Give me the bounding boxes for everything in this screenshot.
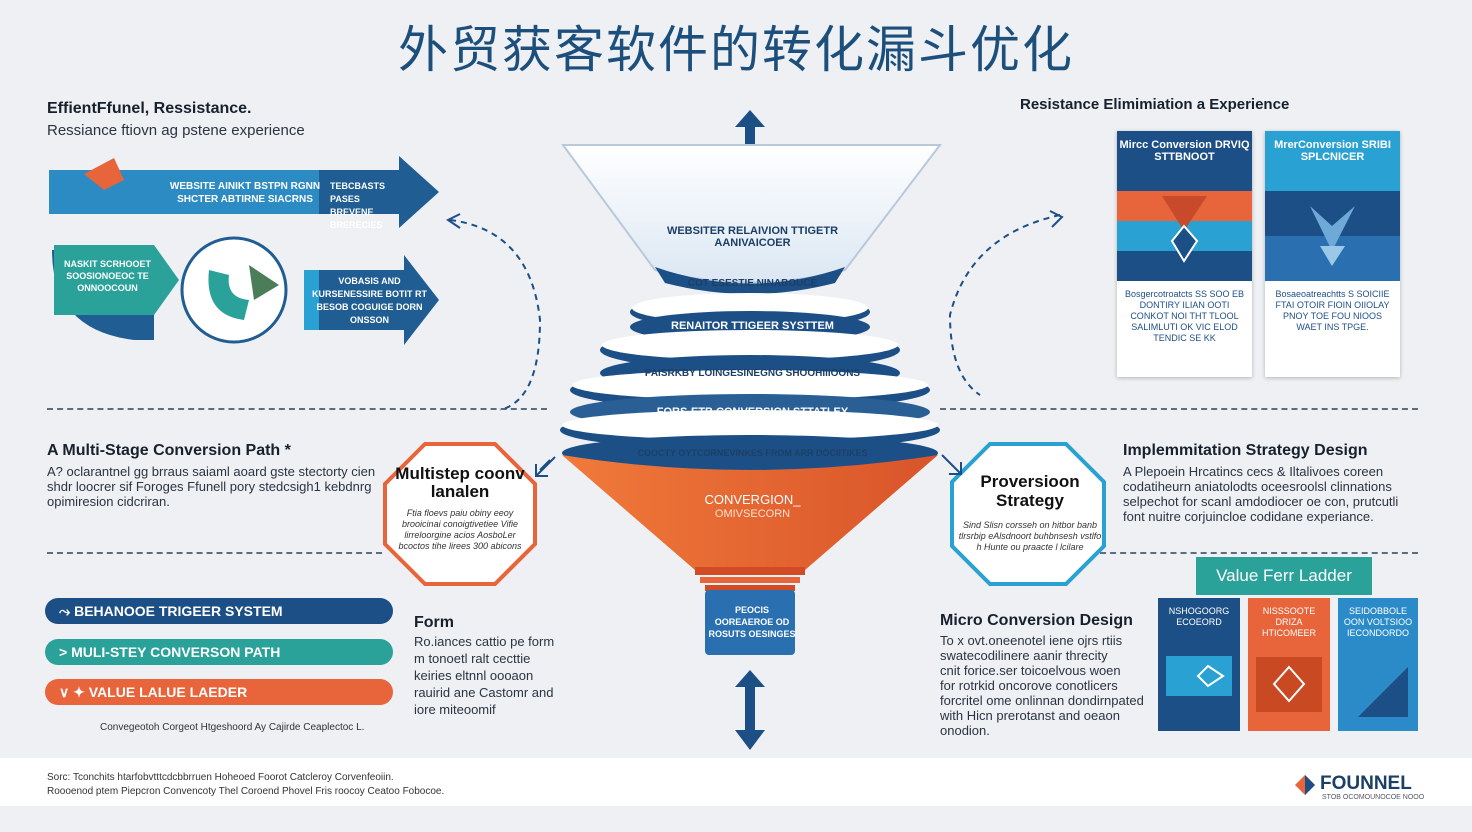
micro-text-1: To x ovt.oneenotel iene ojrs rtiis: [940, 633, 1123, 648]
arrow1-side-text: TEBCBASTS PASES BREVENE BRERECIES: [330, 181, 386, 230]
micro-text-5: forcritel ome onlinnan dondirnpated: [940, 693, 1144, 708]
funnel-logo-icon: [1295, 775, 1315, 795]
micro-heading: Micro Conversion Design: [940, 612, 1133, 629]
implementation-text-2: codatiheurn aniatolodts oceesroolsl clin…: [1123, 479, 1392, 494]
ladder-card-3-text: SEIDOBBOLE OON VOLTSIOO IECONDORDO: [1343, 606, 1413, 638]
legend-3-label: VALUE LALUE LAEDER: [88, 684, 248, 700]
strategy-octagon: [950, 442, 1106, 586]
funnel-layer-1b: COT ESESTIE NINABOUCE: [687, 278, 818, 289]
micro-card-1-text: Bosgercotroatcts SS SOO EB DONTIRY ILIAN…: [1124, 289, 1245, 343]
divider-right-1: [940, 408, 1418, 410]
arrow2-text: NASKIT SCRHOOET SOOSIONOEOC TE ONNOOCOUN: [63, 259, 151, 293]
ladder-card-1-text: NSHOGOORG ECOEORD: [1168, 606, 1230, 627]
micro-card-2-text: Bosaeoatreachtts S SOICIIE FTAI OTOIR FI…: [1275, 289, 1390, 332]
legend-1-label: BEHANOOE TRIGEER SYSTEM: [74, 603, 283, 619]
micro-card-1-graphic: [1117, 191, 1252, 281]
micro-card-1: Mircc Conversion DRVIQ STTBNOOT Bosgerco…: [1117, 131, 1252, 377]
divider-left-1: [47, 408, 547, 410]
right-top-heading: Resistance Elimimiation a Experience: [1020, 96, 1290, 113]
footer-line-1: Sorc: Tconchits htarfobvtttcdcbbrruen Ho…: [47, 772, 394, 783]
left-connector: [446, 213, 542, 411]
legend-2-icon: >: [59, 644, 72, 660]
ladder-card-1-graphic: [1166, 656, 1232, 696]
footer-line-2: Roooenod ptem Piepcron Convencoty Thel C…: [47, 786, 445, 797]
implementation-text-4: font nuitre corjuincloe codidane experia…: [1123, 509, 1374, 524]
conversion-funnel: [560, 110, 943, 750]
implementation-text-3: selpechot for scanl amdodiocer oe con, p…: [1123, 494, 1399, 509]
funnel-layer-2: RENAITOR TTIGEER SYSTTEM: [671, 320, 834, 332]
value-ladder-banner: Value Ferr Ladder: [1196, 557, 1372, 595]
legend-2-label: MULI-STEY CONVERSON PATH: [71, 644, 281, 660]
form-heading: Form: [414, 614, 454, 631]
funnel-cone-label-2: OMIVSECORN: [714, 508, 791, 520]
footer-logo: FOUNNEL: [1320, 773, 1412, 794]
micro-card-2-graphic: [1265, 191, 1400, 281]
page-title: 外贸获客软件的转化漏斗优化: [398, 21, 1074, 79]
left-top-heading: EffientFfunel, Ressistance.: [47, 100, 252, 117]
arrow3-text: VOBASIS AND KURSENESSIRE BOTIT RT BESOB …: [312, 276, 428, 325]
divider-left-2: [47, 552, 382, 554]
multistep-octagon-text: Ftia floevs paiu obiny eeoy brooicinai c…: [398, 508, 522, 551]
right-pointer-arrow: [941, 454, 962, 475]
strategy-octagon-text: Sind Slisn corsseh on hitbor banb tlrsrb…: [958, 520, 1102, 552]
strategy-octagon-title: Proversioon Strategy: [980, 472, 1080, 510]
funnel-layer-4: FORS-ETB CONVERSION STTATLEY: [656, 406, 849, 418]
implementation-heading: Implemmitation Strategy Design: [1123, 442, 1368, 459]
footer-logo-sub: STOB OCOMOUNOCOE NOOO: [1322, 794, 1425, 801]
micro-text-4: for rotrkid oncorove conotlicers: [940, 678, 1118, 693]
footer: [0, 758, 1472, 806]
micro-text-7: onodion.: [940, 723, 990, 738]
multistage-text-3: opimiresion cidcriran.: [47, 494, 170, 509]
micro-text-2: swatecodilinere aanir threcity: [940, 648, 1108, 663]
arrow1-text: WEBSITE AINIKT BSTPN RGNN SHCTER ABTIRNE…: [169, 181, 321, 205]
ladder-card-1: NSHOGOORG ECOEORD: [1158, 598, 1240, 731]
implementation-text-1: A Plepoein Hrcatincs cecs & Iltalivoes c…: [1123, 464, 1384, 479]
legend-3-icon: ∨ ✦: [59, 684, 89, 700]
left-top-subheading: Ressiance ftiovn ag pstene experience: [47, 122, 305, 139]
ladder-card-2-graphic: [1256, 657, 1322, 712]
micro-text-6: with Hicn prerotanst and oeaon: [940, 708, 1120, 723]
legend-1-icon: ⤳: [59, 603, 75, 619]
legend-value-ladder: ∨ ✦ VALUE LALUE LAEDER: [45, 679, 393, 705]
ladder-card-3: SEIDOBBOLE OON VOLTSIOO IECONDORDO: [1338, 598, 1418, 731]
legend-behavior-trigger: ⤳ BEHANOOE TRIGEER SYSTEM: [45, 598, 393, 624]
multistage-text-2: shdr loocrer sif Foroges Ffunell pory st…: [47, 479, 372, 494]
micro-card-2-title: MrerConversion SRIBI SPLCNICER: [1265, 131, 1400, 191]
multistage-heading: A Multi-Stage Conversion Path *: [47, 442, 291, 459]
multistep-octagon-title: Multistep coonv lanalen: [395, 464, 525, 501]
ladder-card-2-text: NISSSOOTE DRIZA HTICOMEER: [1262, 606, 1316, 638]
funnel-spout-label: PEOCIS OOREAEROE OD ROSUTS OESINGES: [708, 605, 796, 639]
micro-card-2: MrerConversion SRIBI SPLCNICER Bosaeoatr…: [1265, 131, 1400, 377]
legend-multistep-path: > MULI-STEY CONVERSON PATH: [45, 639, 393, 665]
multistep-octagon: [383, 442, 551, 586]
micro-text-3: cnit forice.ser toicoelvous woen: [940, 663, 1121, 678]
right-connector: [948, 210, 1064, 396]
micro-card-1-title: Mircc Conversion DRVIQ STTBNOOT: [1117, 131, 1252, 191]
legend-caption: Convegeotoh Corgeot Htgeshoord Ay Cajird…: [100, 722, 365, 733]
funnel-layer-1: WEBSITER RELAIVION TTIGETR AANIVAICOER: [666, 225, 839, 249]
funnel-layer-3: PAISRKBY LOINGESINEGNG SHOOHIIIOONS: [644, 368, 861, 379]
divider-right-2: [1100, 552, 1418, 554]
ladder-card-3-graphic: [1358, 667, 1408, 717]
left-arrows-graphic: [49, 156, 439, 345]
form-text: Ro.iances cattio pe form m tonoetl ralt …: [414, 634, 555, 717]
ladder-card-2: NISSSOOTE DRIZA HTICOMEER: [1248, 598, 1330, 731]
multistage-text-1: A? oclarantnel gg brraus saiaml aoard gs…: [47, 464, 376, 479]
funnel-cone-label-1: CONVERGION_: [704, 492, 801, 507]
left-pointer-arrow: [535, 456, 556, 477]
funnel-layer-5: COOCTY OYTCORNEVINKES FROM ARR DOCIITIKE…: [637, 448, 868, 458]
